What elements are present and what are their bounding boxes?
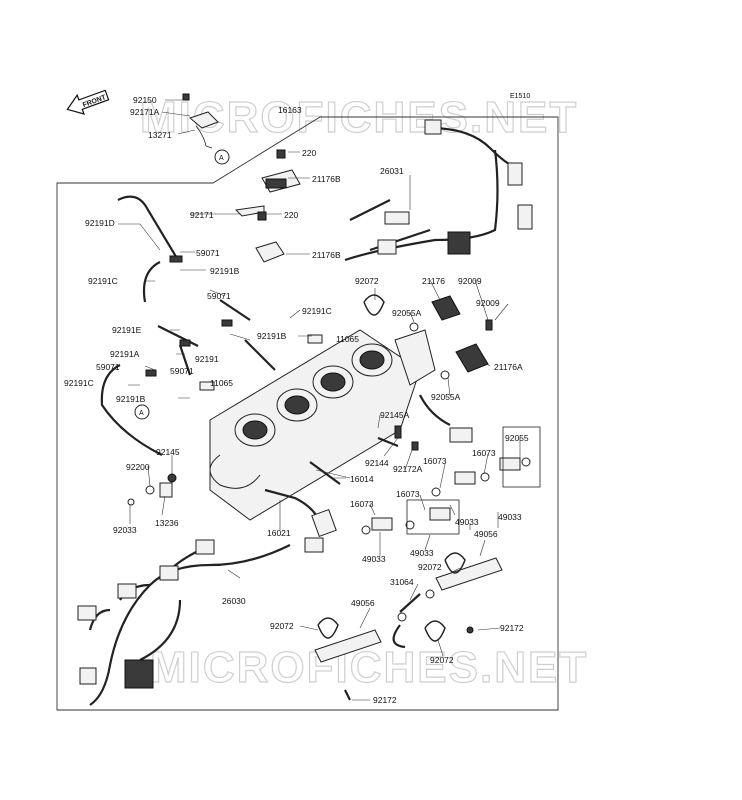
ref-marker-a-top: A [219,155,224,162]
part-label: 49033 [498,512,522,522]
ref-marker-a-circle [134,404,150,420]
part-label: 92172A [393,464,423,474]
part-label: 92172 [373,695,397,705]
part-label: 92150 [133,95,157,105]
assembly-boundary [56,116,559,711]
part-label: 92191B [210,266,240,276]
wiring-harness-26030 [77,537,324,706]
part-label: 92072 [355,276,379,286]
part-label: 21176B [312,250,341,260]
part-label: 92191B [116,394,146,404]
part-label: 92191C [88,276,118,286]
part-label: 220 [284,210,298,220]
part-label: 92200 [126,462,150,472]
part-label: 92191 [195,354,219,364]
part-label: 92191A [110,349,140,359]
part-label: 92055 [505,433,529,443]
part-label: 16073 [396,489,420,499]
part-label: 92191C [302,306,332,316]
part-label: 16021 [267,528,291,538]
part-label: 92145A [380,410,410,420]
part-label: 92055A [392,308,422,318]
front-arrow-icon: FRONT [66,89,110,115]
part-label: 220 [302,148,316,158]
part-label: 26030 [222,596,246,606]
leader-lines [118,99,521,701]
ref-marker-a-lower: A [139,410,144,417]
part-label: 92171A [130,107,160,117]
part-label: 92145 [156,447,180,457]
watermark-bottom: MICROFICHES.NET [150,643,588,692]
part-label: 21176A [494,362,523,372]
part-label: 21176 [422,276,445,286]
fuel-rail-lower [314,617,446,701]
part-label: 59071 [170,366,194,376]
fuel-pipe-31064 [392,589,435,649]
fuel-rail-upper [435,552,503,634]
part-label: 49056 [351,598,375,608]
wiring-harness-26031 [344,119,533,262]
part-label: 59071 [96,362,120,372]
part-label: 59071 [207,291,231,301]
part-label: 92191E [112,325,142,335]
clip-92072-top [363,294,385,316]
part-label: 49033 [410,548,434,558]
part-label: 21176B [312,174,341,184]
part-label: 16163 [278,105,302,115]
part-label: 26031 [380,166,404,176]
shaft-16014 [264,461,341,538]
small-fasteners-left [127,473,177,506]
part-label: 13236 [155,518,179,528]
vacuum-hoses [100,195,323,456]
part-label: 31064 [390,577,414,587]
part-label: 49033 [455,517,479,527]
part-label: 92072 [430,655,454,665]
part-label: 92144 [365,458,389,468]
sensor-21176b-lower [234,205,285,263]
part-label: 92009 [476,298,500,308]
injectors-right [361,426,541,535]
sensor-21176 [409,295,493,380]
sensor-21176b-upper [261,149,301,193]
part-label: 92055A [431,392,461,402]
part-label: 59071 [196,248,220,258]
part-label: 11065 [336,334,359,344]
part-label: 16073 [472,448,496,458]
throttle-body-assembly [209,329,473,521]
upper-bracket-assembly: A [182,93,230,165]
part-label: 92191B [257,331,287,341]
part-label: 11065 [210,378,233,388]
part-label: 92172 [500,623,524,633]
part-label: 92009 [458,276,482,286]
part-label: 92072 [270,621,294,631]
part-label: 49033 [362,554,386,564]
part-label: 49056 [474,529,498,539]
part-label: 13271 [148,130,172,140]
part-label: 92171 [190,210,214,220]
part-labels: 92150 92171A 13271 16163 220 21176B 9217… [64,95,529,705]
screws-92145a [377,425,419,451]
part-label: 92191C [64,378,94,388]
part-label: 92033 [113,525,137,535]
part-label: 92191D [85,218,115,228]
part-label: 92072 [418,562,442,572]
part-label: 16073 [423,456,447,466]
diagram-code: E1510 [510,93,530,100]
part-label: 16014 [350,474,374,484]
part-label: 16073 [350,499,374,509]
